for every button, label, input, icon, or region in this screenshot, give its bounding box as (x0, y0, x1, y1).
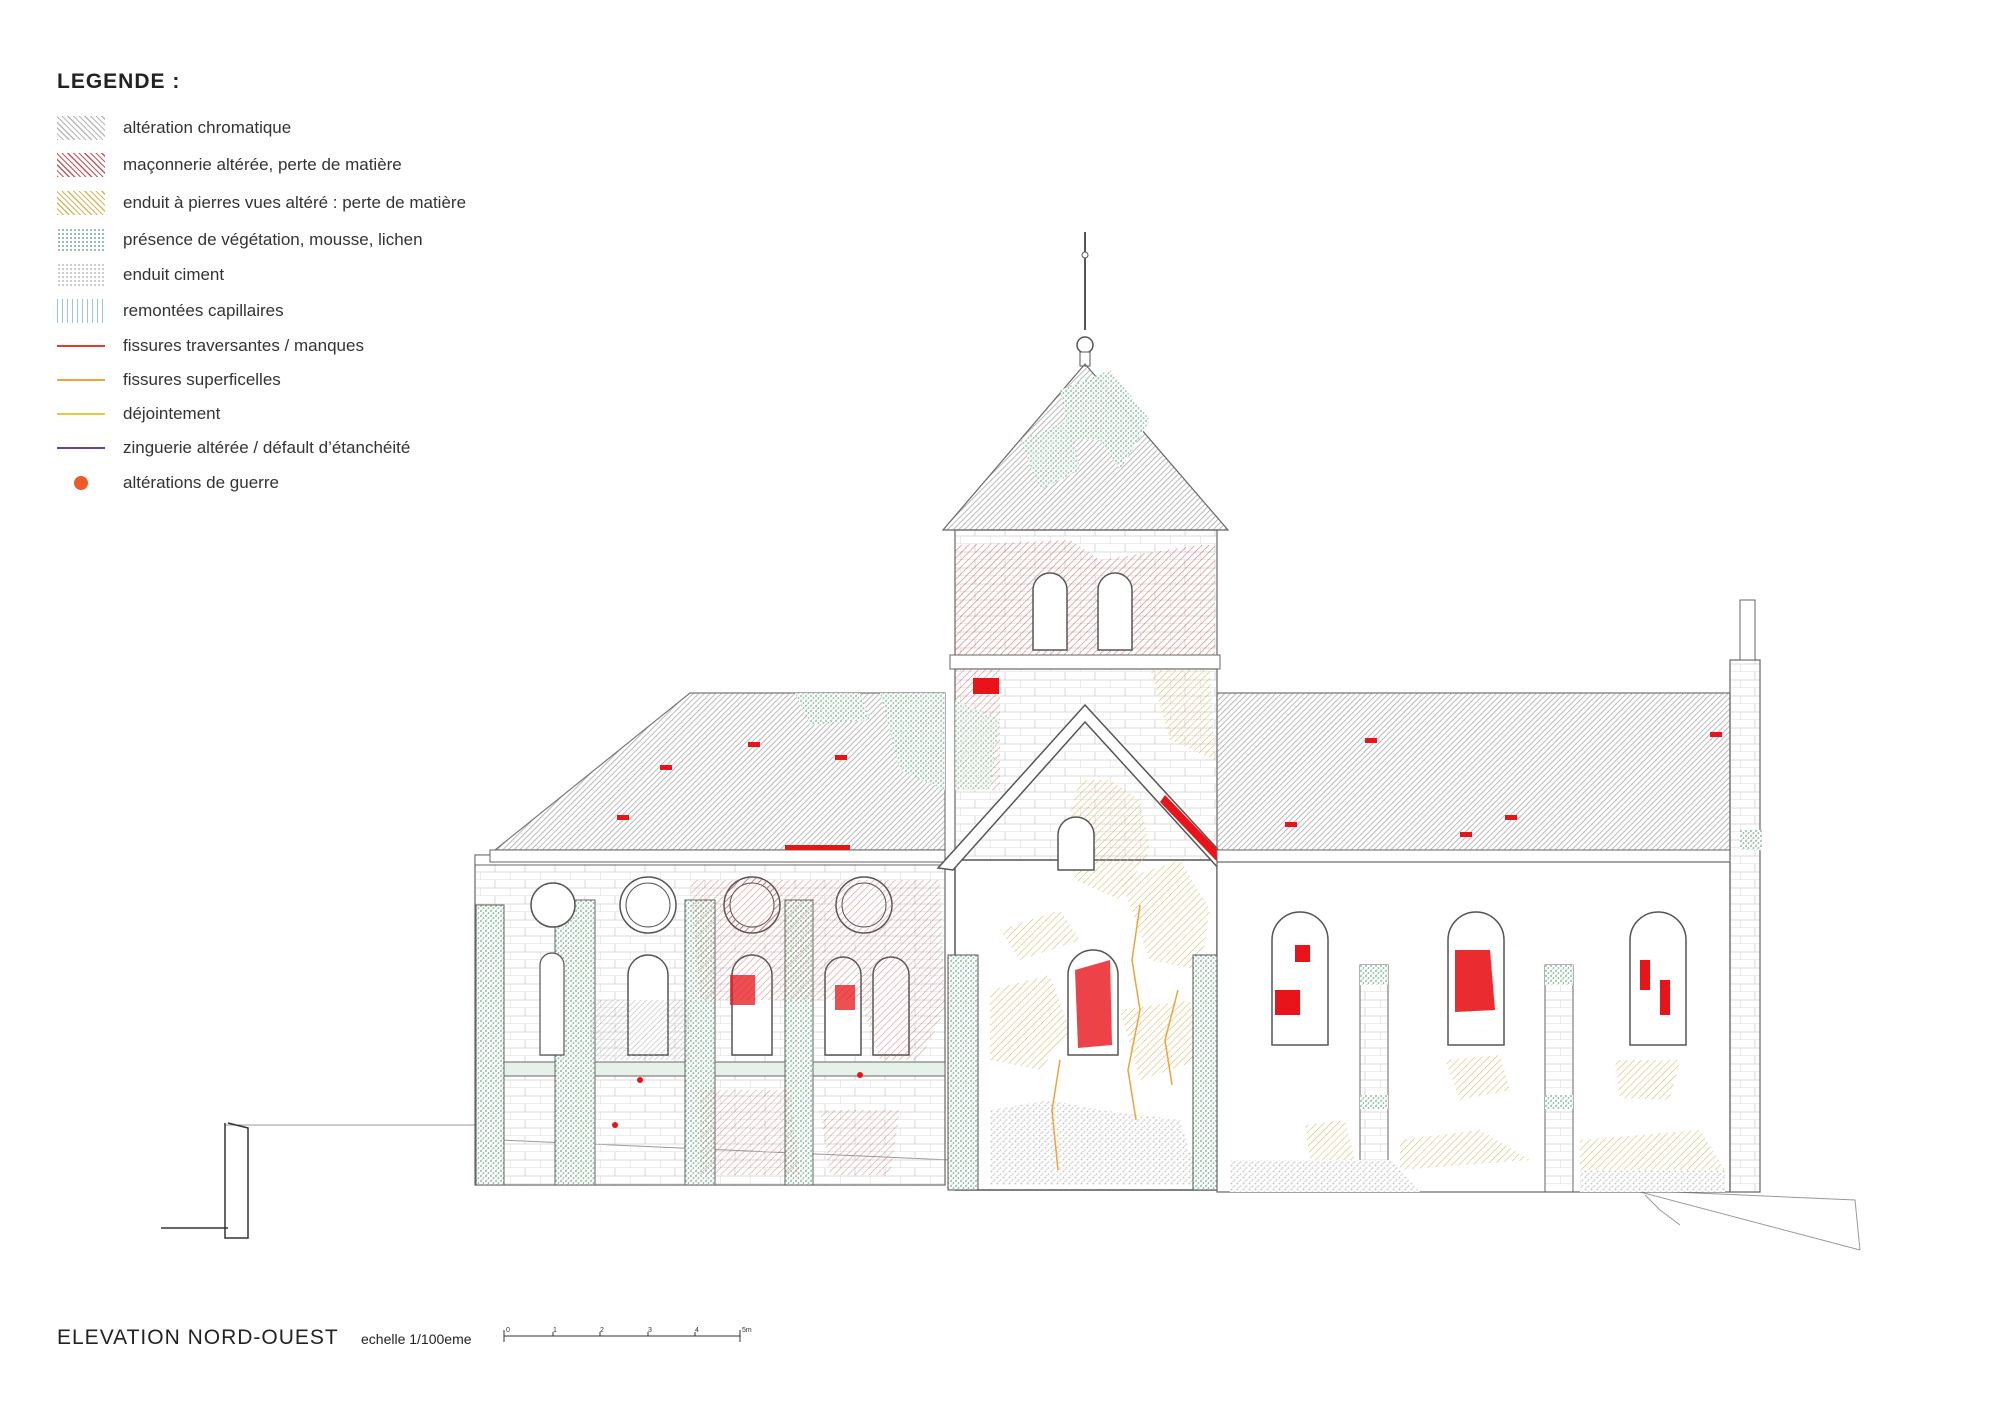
purple-line-swatch (57, 447, 105, 449)
orange-dot-swatch (57, 476, 105, 490)
hatch-red-swatch (57, 153, 105, 177)
legend-item: zinguerie altérée / défault d’étanchéité (57, 436, 410, 460)
hatch-grey-swatch (57, 116, 105, 140)
apse-damage-marks (612, 742, 863, 1128)
legend-item: enduit ciment (57, 263, 224, 287)
scale-bar: 0 1 2 3 4 5m (503, 1327, 752, 1342)
red-line-swatch (57, 345, 105, 347)
legend-item: présence de végétation, mousse, lichen (57, 228, 423, 252)
scale-tick-1: 1 (553, 1327, 557, 1334)
apse-section (474, 692, 946, 1186)
legend-item: fissures superficelles (57, 368, 281, 392)
legend-label: altération chromatique (123, 118, 292, 137)
scale-tick-4: 4 (695, 1327, 699, 1334)
legend-label: maçonnerie altérée, perte de matière (123, 155, 402, 174)
legend-item: déjointement (57, 402, 220, 426)
legend-item: fissures traversantes / manques (57, 334, 364, 358)
orange-line-swatch (57, 379, 105, 381)
legend-item: enduit à pierres vues altéré : perte de … (57, 191, 466, 215)
scale-tick-5: 5m (742, 1327, 752, 1334)
legend-item: altération chromatique (57, 116, 291, 140)
scale-label: echelle 1/100eme (361, 1331, 472, 1347)
legend-label: déjointement (123, 404, 221, 423)
bell-tower (941, 232, 1230, 870)
stipple-grey-swatch (57, 263, 105, 287)
legend-label: enduit ciment (123, 265, 225, 284)
legend-item: altérations de guerre (57, 471, 279, 495)
stipple-green-swatch (57, 228, 105, 252)
legend-title: LEGENDE : (57, 70, 181, 93)
legend-label: altérations de guerre (123, 473, 279, 492)
drawing-title: ELEVATION NORD-OUEST (57, 1326, 339, 1349)
legend-label: enduit à pierres vues altéré : perte de … (123, 193, 467, 212)
scale-tick-0: 0 (506, 1327, 510, 1334)
yellow-line-swatch (57, 413, 105, 415)
legend-label: fissures traversantes / manques (123, 336, 364, 355)
legend-item: maçonnerie altérée, perte de matière (57, 153, 402, 177)
capillary-swatch (57, 299, 105, 323)
scale-tick-2: 2 (600, 1327, 604, 1334)
legend-label: fissures superficelles (123, 370, 281, 389)
legend-label: présence de végétation, mousse, lichen (123, 230, 423, 249)
legend-label: remontées capillaires (123, 301, 284, 320)
nave-section (1216, 599, 1762, 1226)
legend-label: zinguerie altérée / défault d’étanchéité (123, 438, 411, 457)
legend-item: remontées capillaires (57, 299, 284, 323)
hatch-ochre-swatch (57, 191, 105, 215)
scale-tick-3: 3 (648, 1327, 652, 1334)
